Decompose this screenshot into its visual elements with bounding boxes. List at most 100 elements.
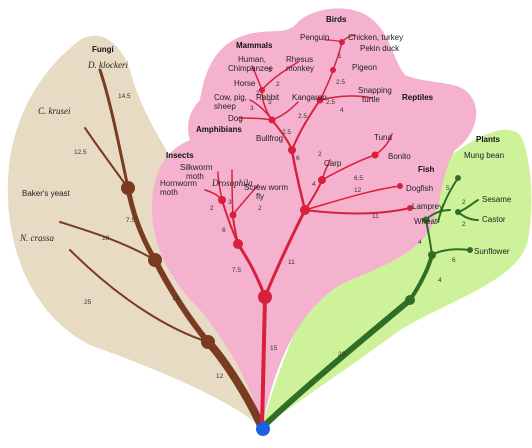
- branch-length: 11: [288, 259, 295, 266]
- group-label-amphibians: Amphibians: [196, 125, 242, 134]
- branch-length: 6: [452, 257, 456, 264]
- taxon-label: Bullfrog: [256, 134, 283, 143]
- taxon-label: moth: [160, 188, 178, 197]
- taxon-label: Rabbit: [256, 93, 280, 102]
- taxon-label: Wheat: [414, 217, 438, 226]
- branch-length: 2.5: [326, 99, 335, 106]
- tree-node: [148, 253, 162, 267]
- branch-length: 5: [446, 185, 450, 192]
- taxon-label: Hornworm: [160, 179, 197, 188]
- tree-node: [233, 239, 243, 249]
- branch-length: 4: [418, 239, 422, 246]
- group-label-plants: Plants: [476, 135, 501, 144]
- taxon-label: Carp: [324, 159, 342, 168]
- branch-length: 2: [462, 221, 466, 228]
- taxon-label: Castor: [482, 215, 506, 224]
- plant-nodes: [405, 175, 473, 305]
- taxon-label: Pigeon: [352, 63, 377, 72]
- taxon-label: Sunflower: [474, 247, 510, 256]
- branch-length: 3: [228, 199, 232, 206]
- branch-length: 25: [84, 299, 92, 306]
- taxon-label: C. krusei: [38, 106, 71, 116]
- taxon-label: Snapping: [358, 86, 392, 95]
- branch-length: 1: [338, 53, 342, 60]
- tree-node: [258, 290, 272, 304]
- taxon-label: Mung bean: [464, 151, 504, 160]
- group-label-fish: Fish: [418, 165, 435, 174]
- taxon-label: Lamprey: [412, 202, 443, 211]
- animal-nodes: [218, 39, 413, 304]
- tree-node: [428, 251, 436, 259]
- tree-node: [371, 151, 379, 159]
- taxon-label: Kangaroo: [292, 93, 327, 102]
- tree-node: [330, 67, 336, 73]
- branch-length: 14.5: [118, 93, 131, 100]
- branch-length: 12: [354, 187, 362, 194]
- branch-length: 7.5: [232, 267, 241, 274]
- taxon-label: Dog: [228, 114, 243, 123]
- tree-node: [121, 181, 135, 195]
- branch-length: 4: [312, 181, 316, 188]
- branch-length: 2: [210, 205, 214, 212]
- taxon-label: Human,: [238, 55, 266, 64]
- taxon-label: turtle: [362, 95, 380, 104]
- taxon-label: D. klockeri: [87, 60, 128, 70]
- tree-node: [201, 335, 215, 349]
- branch-length: 7.5: [126, 217, 135, 224]
- tree-node: [339, 39, 345, 45]
- plant-region: [262, 129, 532, 428]
- taxon-label: Bonito: [388, 152, 411, 161]
- taxon-label: Cow, pig,: [214, 93, 247, 102]
- taxon-label: fly: [256, 192, 264, 201]
- branch-length: 5: [268, 67, 272, 74]
- root-node: [256, 422, 270, 436]
- taxon-label: Dogfish: [406, 184, 433, 193]
- fungi-branches: [59, 68, 266, 432]
- taxon-label: Baker's yeast: [22, 189, 71, 198]
- taxon-label: Silkworm: [180, 163, 213, 172]
- tree-node: [467, 247, 473, 253]
- taxon-label: moth: [186, 172, 204, 181]
- branch-length: 2: [318, 151, 322, 158]
- branch-length: 2.5: [282, 129, 291, 136]
- branch-length: 23: [338, 351, 346, 358]
- branch-length: 3: [250, 105, 254, 112]
- tree-node: [455, 209, 461, 215]
- branch-length: 10: [102, 235, 110, 242]
- taxon-label: monkey: [286, 64, 314, 73]
- taxon-label: Chicken, turkey: [348, 33, 403, 42]
- branch-length: 6: [222, 227, 226, 234]
- branch-length: 12.5: [74, 149, 87, 156]
- branch-length: 12: [172, 295, 180, 302]
- taxon-label: Horse: [234, 79, 256, 88]
- branch-length: 4: [438, 277, 442, 284]
- tree-node: [218, 196, 226, 204]
- branch-length: 15: [270, 345, 278, 352]
- tree-node: [229, 211, 237, 219]
- taxon-label: Screw worm: [244, 183, 288, 192]
- branch-length: 11: [372, 213, 379, 220]
- group-label-mammals: Mammals: [236, 41, 273, 50]
- branch-length: 2: [258, 205, 262, 212]
- taxon-label: Tuna: [374, 133, 392, 142]
- tree-node: [288, 146, 296, 154]
- branch-length: 2: [276, 81, 280, 88]
- tree-node: [268, 116, 276, 124]
- group-label-birds: Birds: [326, 15, 347, 24]
- branch-length: 3: [268, 99, 272, 106]
- tree-node: [422, 216, 430, 224]
- tree-node: [407, 205, 413, 211]
- branch-length: 2: [256, 90, 260, 97]
- taxon-label: Rhesus: [286, 55, 313, 64]
- taxon-label: Sesame: [482, 195, 512, 204]
- tree-node: [259, 87, 265, 93]
- fungi-nodes: [121, 181, 215, 349]
- taxon-label: Drosophila: [211, 178, 253, 188]
- branch-length: 2.5: [336, 79, 345, 86]
- tree-node: [455, 175, 461, 181]
- branch-length: 4: [340, 107, 344, 114]
- branch-length: 2.5: [298, 113, 307, 120]
- group-label-fungi: Fungi: [92, 45, 114, 54]
- branch-length: 6.5: [354, 175, 363, 182]
